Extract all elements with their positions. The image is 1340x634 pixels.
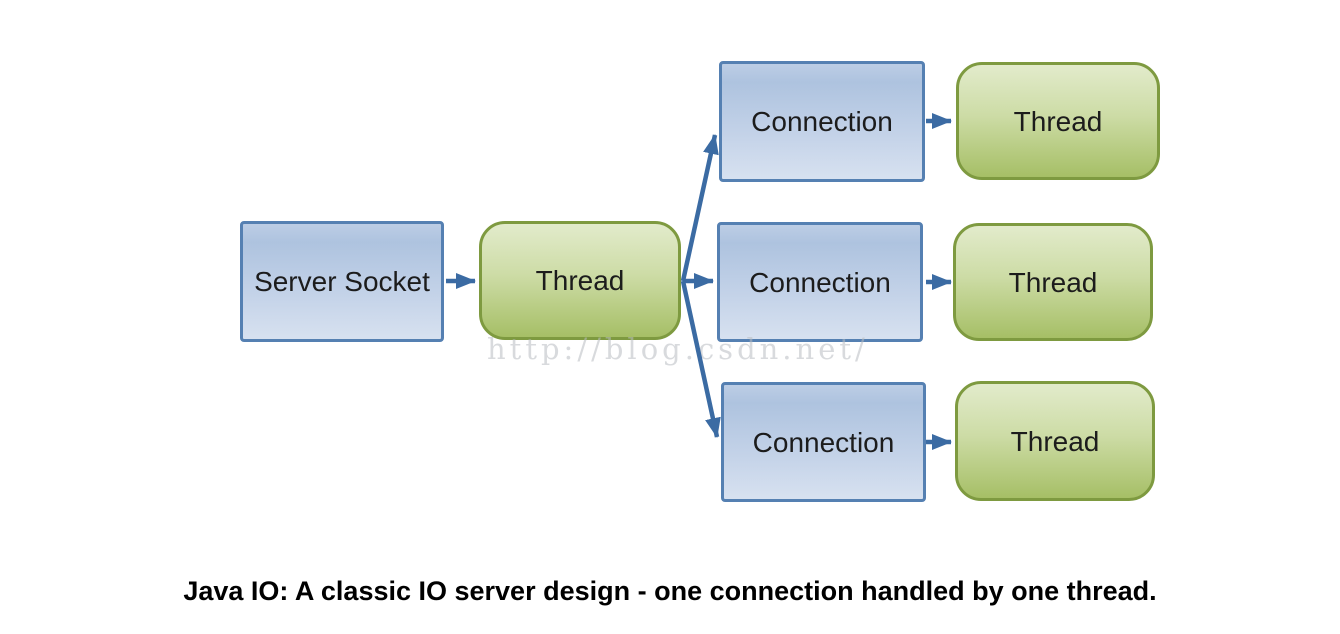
node-thread-2-label: Thread: [1008, 266, 1098, 298]
node-connection-3: Connection: [721, 382, 926, 502]
node-thread-1: Thread: [956, 62, 1160, 180]
node-acceptor-thread: Thread: [479, 221, 681, 340]
node-thread-1-label: Thread: [1013, 105, 1103, 137]
node-connection-3-label: Connection: [752, 426, 895, 458]
node-connection-2: Connection: [717, 222, 923, 342]
node-thread-2: Thread: [953, 223, 1153, 341]
edge-acceptor-thread-to-connection-1: [680, 134, 719, 282]
node-server-socket: Server Socket: [240, 221, 444, 342]
node-connection-1: Connection: [719, 61, 925, 182]
node-thread-3-label: Thread: [1010, 425, 1100, 457]
node-acceptor-thread-label: Thread: [535, 265, 625, 296]
node-server-socket-label: Server Socket: [254, 266, 430, 297]
diagram-caption: Java IO: A classic IO server design - on…: [183, 576, 1157, 606]
csdn-watermark: http://blog.csdn.net/: [487, 332, 869, 366]
node-connection-2-label: Connection: [749, 266, 891, 298]
node-thread-3: Thread: [955, 381, 1155, 501]
node-connection-1-label: Connection: [751, 106, 893, 137]
